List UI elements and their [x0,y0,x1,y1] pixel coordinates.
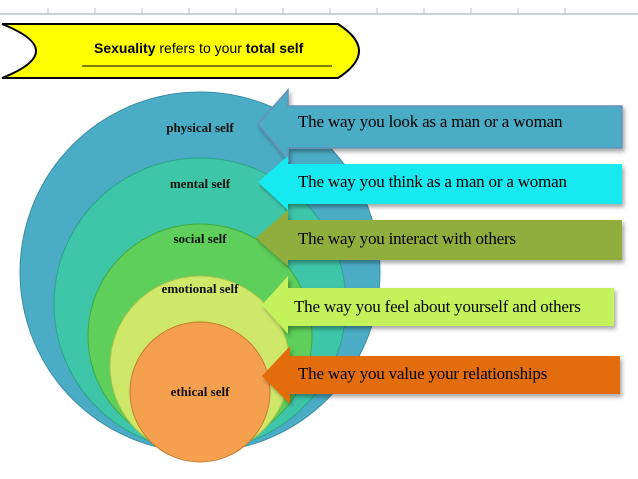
arrow-ethical [262,346,620,404]
banner-middle: refers to your [155,40,246,56]
description-mental: The way you think as a man or a woman [298,172,567,191]
description-emotional: The way you feel about yourself and othe… [294,297,581,316]
label-mental-self: mental self [169,176,231,191]
sexuality-layers-diagram [19,88,623,463]
description-ethical: The way you value your relationships [298,364,548,383]
arrow-mental [258,156,622,210]
banner-bold-suffix: total self [245,40,304,56]
ruler-strip [0,8,638,15]
title-banner: Sexuality refers to your total self [94,40,303,56]
arrow-social [256,210,622,266]
ring-ethical [129,321,271,463]
arrow-emotional [262,276,614,334]
label-social-self: social self [173,231,227,246]
label-physical-self: physical self [166,120,234,135]
label-emotional-self: emotional self [161,281,239,296]
description-social: The way you interact with others [298,229,516,248]
banner-bold-prefix: Sexuality [94,40,156,56]
title-banner-shape [1,23,360,79]
label-ethical-self: ethical self [170,384,230,399]
description-physical: The way you look as a man or a woman [298,112,563,131]
